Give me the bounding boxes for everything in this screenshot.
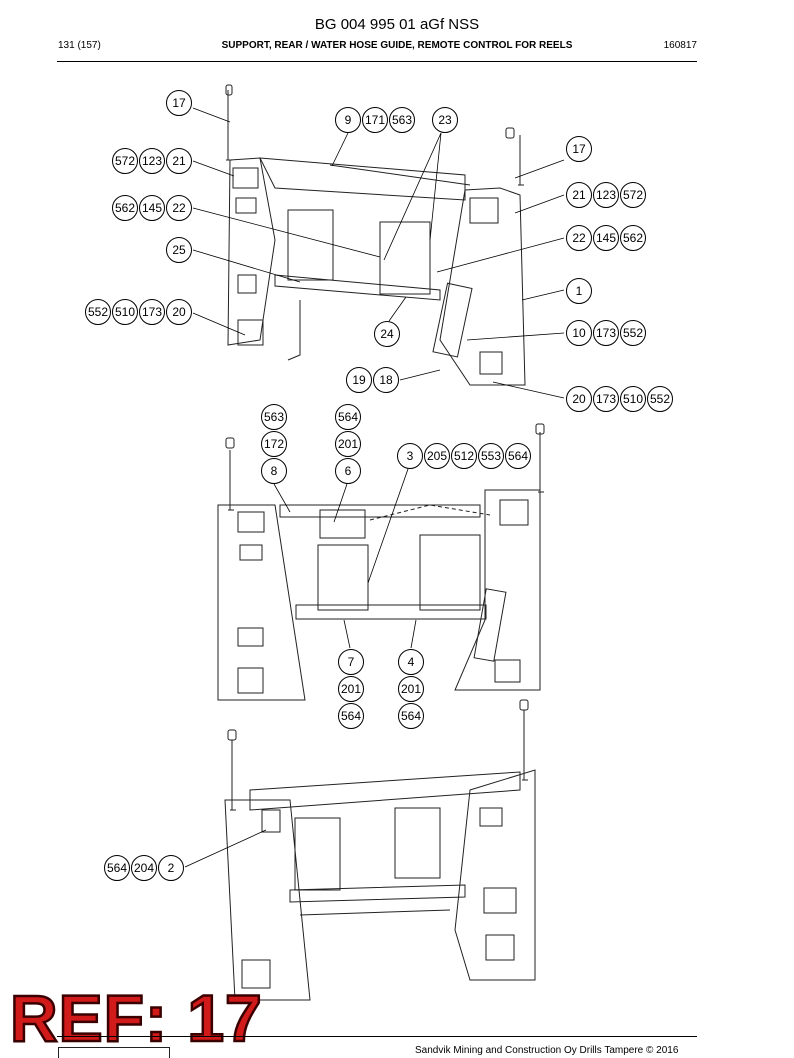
assembly-top — [225, 84, 526, 386]
callout-510: 510 — [112, 299, 138, 325]
reference-stamp: REF: 17 — [9, 981, 263, 1055]
document-code: BG 004 995 01 aGf NSS — [314, 16, 480, 33]
footer-copyright: Sandvik Mining and Construction Oy Drill… — [415, 1045, 679, 1056]
callout-17-top-left: 17 — [166, 90, 192, 116]
callout-17-top-right: 17 — [566, 136, 592, 162]
callout-552-lower-right: 552 — [647, 386, 673, 412]
callout-24: 24 — [374, 321, 400, 347]
callout-173-right: 173 — [593, 320, 619, 346]
callout-7: 7 — [338, 649, 364, 675]
callout-21-right: 21 — [566, 182, 592, 208]
callout-22: 22 — [166, 195, 192, 221]
callout-123-right: 123 — [593, 182, 619, 208]
callout-201-mid: 201 — [335, 431, 361, 457]
leader-lines — [184, 107, 565, 868]
callout-123: 123 — [139, 148, 165, 174]
callout-204: 204 — [131, 855, 157, 881]
callout-205: 205 — [424, 443, 450, 469]
callout-171: 171 — [362, 107, 388, 133]
callout-9: 9 — [335, 107, 361, 133]
callout-562-right: 562 — [620, 225, 646, 251]
callout-553: 553 — [478, 443, 504, 469]
callout-563-mid: 563 — [261, 404, 287, 430]
callout-572-right: 572 — [620, 182, 646, 208]
callout-564-mid-right: 564 — [505, 443, 531, 469]
callout-173-lower-right: 173 — [593, 386, 619, 412]
callout-1: 1 — [566, 278, 592, 304]
callout-172: 172 — [261, 431, 287, 457]
callout-23: 23 — [432, 107, 458, 133]
callout-3: 3 — [397, 443, 423, 469]
date-code: 160817 — [663, 40, 697, 51]
callout-201-lower-right: 201 — [398, 676, 424, 702]
callout-21: 21 — [166, 148, 192, 174]
assembly-middle — [217, 423, 545, 701]
callout-8: 8 — [261, 458, 287, 484]
callout-145: 145 — [139, 195, 165, 221]
callout-145-right: 145 — [593, 225, 619, 251]
callout-572: 572 — [112, 148, 138, 174]
page-number: 131 (157) — [58, 40, 101, 51]
callout-20: 20 — [166, 299, 192, 325]
section-title: SUPPORT, REAR / WATER HOSE GUIDE, REMOTE… — [221, 40, 573, 51]
callout-173: 173 — [139, 299, 165, 325]
callout-19: 19 — [346, 367, 372, 393]
callout-18: 18 — [373, 367, 399, 393]
callout-4: 4 — [398, 649, 424, 675]
callout-564-lower-right: 564 — [398, 703, 424, 729]
callout-564-bottom: 564 — [104, 855, 130, 881]
footer-rule — [57, 1036, 697, 1037]
callout-10: 10 — [566, 320, 592, 346]
callout-562: 562 — [112, 195, 138, 221]
callout-201-lower-left: 201 — [338, 676, 364, 702]
callout-2: 2 — [158, 855, 184, 881]
callout-20-right: 20 — [566, 386, 592, 412]
callout-563: 563 — [389, 107, 415, 133]
callout-22-right: 22 — [566, 225, 592, 251]
callout-552: 552 — [85, 299, 111, 325]
callout-512: 512 — [451, 443, 477, 469]
header-rule — [57, 61, 697, 62]
callout-552-right: 552 — [620, 320, 646, 346]
callout-25: 25 — [166, 237, 192, 263]
callout-6: 6 — [335, 458, 361, 484]
assembly-bottom — [224, 699, 536, 1001]
callout-510-right: 510 — [620, 386, 646, 412]
callout-564-mid: 564 — [335, 404, 361, 430]
callout-564-lower-left: 564 — [338, 703, 364, 729]
